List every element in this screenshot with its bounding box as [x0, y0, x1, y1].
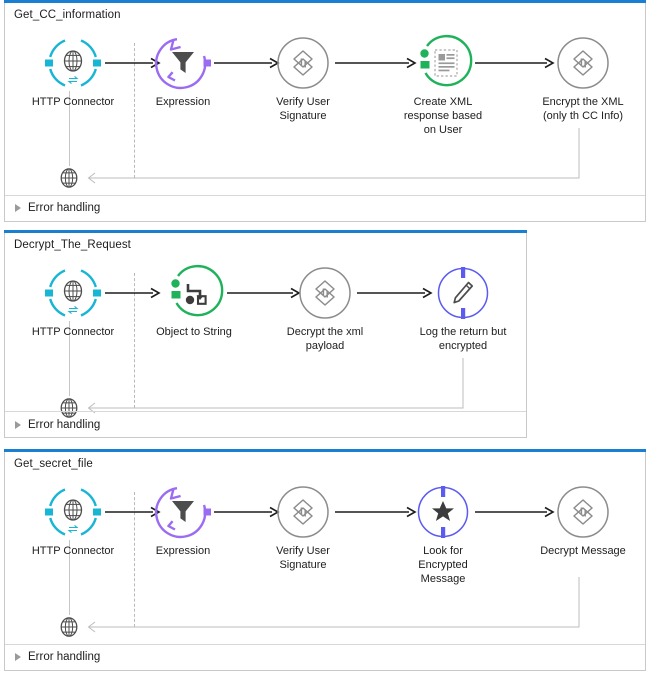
connector-arrow [335, 506, 417, 518]
return-path [83, 123, 583, 184]
node-label: Expression [155, 545, 211, 557]
error-handling-separator [5, 411, 526, 412]
flow-panel-decrypt-the-request[interactable]: Decrypt_The_Request [4, 230, 527, 438]
source-drop-line [69, 321, 70, 396]
globe-icon [58, 616, 80, 638]
error-handling-separator [5, 644, 645, 645]
flow-panel-get-secret-file[interactable]: Get_secret_file [4, 449, 646, 671]
node-label: HTTP Connector [31, 545, 115, 557]
connector-arrow [357, 287, 433, 299]
expression-ring [155, 484, 211, 540]
http-connector-ring [45, 35, 101, 91]
source-drop-line [69, 540, 70, 615]
source-drop-line [69, 91, 70, 166]
grey-ring [297, 265, 353, 321]
triangle-right-icon[interactable] [15, 421, 21, 429]
node-label: Object to String [156, 326, 232, 338]
source-boundary-dash [134, 492, 135, 627]
return-path [83, 353, 473, 414]
flow-title: Decrypt_The_Request [14, 239, 131, 251]
grey-ring [555, 35, 611, 91]
green-ring [166, 264, 224, 321]
http-connector-ring [45, 265, 101, 321]
source-boundary-dash [134, 273, 135, 408]
error-handling-row[interactable]: Error handling [15, 651, 100, 663]
connector-arrow [335, 57, 417, 69]
node-label: Decrypt Message [540, 545, 626, 557]
http-connector-ring [45, 484, 101, 540]
grey-ring [275, 35, 331, 91]
connector-arrow [105, 287, 161, 299]
flow-panel-get-cc-information[interactable]: Get_CC_information [4, 0, 646, 222]
connector-arrow [105, 506, 161, 518]
flow-accent-bar [4, 449, 646, 452]
globe-icon [58, 397, 80, 419]
error-handling-separator [5, 195, 645, 196]
flow-accent-bar [4, 0, 646, 3]
flow-title: Get_CC_information [14, 9, 121, 21]
node-label: Expression [155, 96, 211, 108]
logger-ring [435, 265, 491, 321]
source-boundary-dash [134, 43, 135, 178]
grey-ring [555, 484, 611, 540]
globe-icon [58, 167, 80, 189]
node-label: Encrypt the XML(only th CC Info) [542, 96, 624, 122]
flow-title: Get_secret_file [14, 458, 93, 470]
error-handling-label: Error handling [28, 419, 101, 431]
green-ring [415, 34, 473, 91]
triangle-right-icon[interactable] [15, 653, 21, 661]
star-ring [415, 484, 471, 540]
error-handling-row[interactable]: Error handling [15, 202, 100, 214]
node-label: HTTP Connector [31, 326, 115, 338]
connector-arrow [475, 57, 555, 69]
error-handling-row[interactable]: Error handling [15, 419, 100, 431]
connector-arrow [227, 287, 301, 299]
connector-arrow [214, 506, 280, 518]
node-label: HTTP Connector [31, 96, 115, 108]
error-handling-label: Error handling [28, 202, 101, 214]
grey-ring [275, 484, 331, 540]
error-handling-label: Error handling [28, 651, 101, 663]
return-path [83, 572, 583, 633]
connector-arrow [475, 506, 555, 518]
expression-ring [155, 35, 211, 91]
triangle-right-icon[interactable] [15, 204, 21, 212]
connector-arrow [214, 57, 280, 69]
connector-arrow [105, 57, 161, 69]
flow-accent-bar [4, 230, 527, 233]
